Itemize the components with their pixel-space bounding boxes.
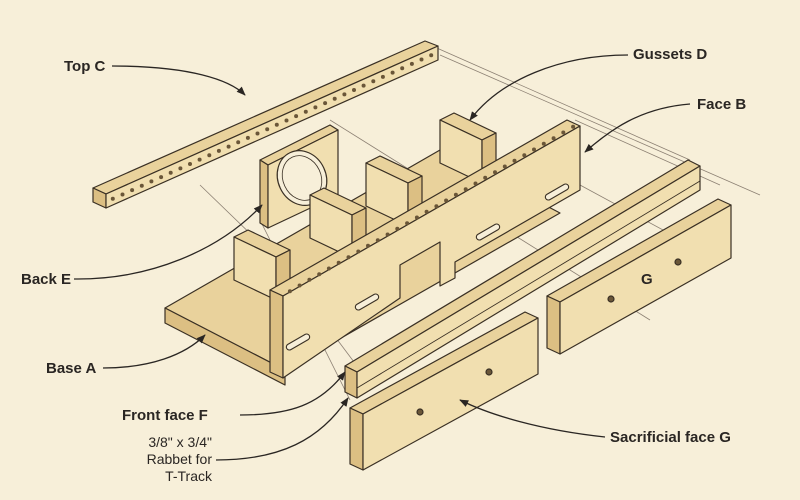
- label-sacrificial-face-g: Sacrificial face G: [610, 429, 731, 446]
- front-face-f-part: [344, 159, 701, 399]
- dowel-hole: [409, 61, 414, 66]
- dowel-hole: [522, 153, 527, 158]
- dowel-hole: [346, 255, 351, 260]
- gusset-d-middle: [309, 187, 367, 259]
- dowel-hole: [385, 232, 390, 237]
- leader-lines: [73, 54, 691, 461]
- dowel-hole: [532, 147, 536, 152]
- dowel-hole: [303, 109, 308, 114]
- dowel-hole: [110, 196, 115, 201]
- dowel-hole: [236, 140, 241, 145]
- dowel-hole: [463, 187, 468, 192]
- dowel-hole: [473, 181, 478, 186]
- dowel-hole: [287, 289, 292, 294]
- dowel-hole: [245, 135, 250, 140]
- dowel-hole: [226, 144, 231, 149]
- dowel-hole: [429, 53, 434, 58]
- label-top-c: Top C: [64, 58, 106, 75]
- dowel-hole: [284, 118, 289, 123]
- dowel-hole: [168, 170, 173, 175]
- dowel-hole: [444, 198, 449, 203]
- rabbet-dimensions: 3/8" x 3/4": [148, 434, 212, 450]
- dowel-hole: [326, 266, 331, 271]
- dowel-hole: [414, 215, 419, 220]
- dowel-hole: [265, 127, 270, 132]
- sacrificial-face-g-front: [349, 311, 539, 471]
- dowel-hole: [342, 92, 347, 97]
- dowel-hole: [356, 249, 361, 254]
- dowel-hole: [424, 209, 429, 214]
- gusset-d-rear: [365, 155, 423, 227]
- face-b-slots: [285, 183, 570, 351]
- dowel-hole: [297, 283, 302, 288]
- dowel-hole: [294, 114, 299, 119]
- leader-top-c: [111, 65, 246, 96]
- gusset-d-right: [439, 112, 497, 184]
- dowel-hole: [159, 175, 164, 180]
- dowel-hole: [274, 122, 279, 127]
- dowel-hole: [453, 192, 458, 197]
- dowel-hole: [307, 277, 312, 282]
- dowel-hole: [571, 124, 576, 129]
- rabbet-line-3: T-Track: [165, 468, 212, 484]
- dowel-hole: [313, 105, 318, 110]
- rabbet-line-2: Rabbet for: [146, 451, 212, 467]
- dowel-hole: [149, 179, 154, 184]
- dowel-hole: [419, 57, 424, 62]
- leader-base-a: [102, 334, 206, 369]
- dowel-hole: [130, 188, 135, 193]
- top-c-part: [92, 40, 439, 209]
- back-e-part: [259, 124, 339, 229]
- dowel-hole: [216, 148, 221, 153]
- dowel-hole: [512, 158, 517, 163]
- dowel-hole: [434, 204, 439, 209]
- leader-back-e: [73, 204, 263, 280]
- leader-rabbet: [215, 397, 349, 461]
- dowel-hole: [390, 70, 395, 75]
- label-front-face-f: Front face F: [122, 407, 208, 424]
- leader-face-b: [584, 103, 691, 153]
- leader-sacrificial-face-g: [459, 399, 606, 438]
- dowel-hole: [551, 136, 556, 141]
- top-c-holes: [110, 53, 434, 201]
- label-g: G: [641, 271, 653, 288]
- dowel-hole: [352, 88, 356, 92]
- dowel-hole: [332, 96, 337, 101]
- dowel-hole: [197, 157, 202, 162]
- dowel-hole: [317, 272, 322, 277]
- dowel-hole: [139, 183, 144, 188]
- face-b-part: [269, 119, 581, 379]
- dowel-hole: [207, 153, 212, 158]
- dowel-hole: [336, 260, 341, 265]
- label-back-e: Back E: [21, 271, 72, 288]
- dowel-hole: [483, 175, 488, 180]
- dowel-hole: [380, 74, 385, 79]
- face-b-holes: [287, 124, 576, 294]
- dowel-hole: [493, 170, 497, 175]
- dowel-hole: [371, 79, 376, 84]
- sacrificial-face-g-rear: [546, 198, 732, 355]
- dowel-hole: [361, 83, 366, 88]
- dowel-hole: [366, 243, 370, 248]
- dowel-hole: [502, 164, 507, 169]
- dowel-hole: [188, 162, 192, 166]
- dowel-hole: [395, 226, 400, 231]
- dowel-hole: [541, 141, 546, 146]
- label-rabbet: 3/8" x 3/4" Rabbet for T-Track: [147, 434, 212, 485]
- dowel-hole: [400, 66, 405, 71]
- label-gussets-d: Gussets D: [633, 46, 708, 63]
- dowel-hole: [405, 221, 410, 226]
- leader-gussets-d: [469, 54, 629, 121]
- dowel-hole: [375, 238, 380, 243]
- label-face-b: Face B: [697, 96, 747, 113]
- dowel-hole: [323, 101, 328, 106]
- dowel-hole: [561, 130, 566, 135]
- dowel-hole: [120, 192, 125, 197]
- leader-front-face-f: [239, 371, 346, 416]
- dowel-hole: [255, 131, 260, 136]
- dowel-hole: [178, 166, 183, 171]
- label-base-a: Base A: [46, 360, 97, 377]
